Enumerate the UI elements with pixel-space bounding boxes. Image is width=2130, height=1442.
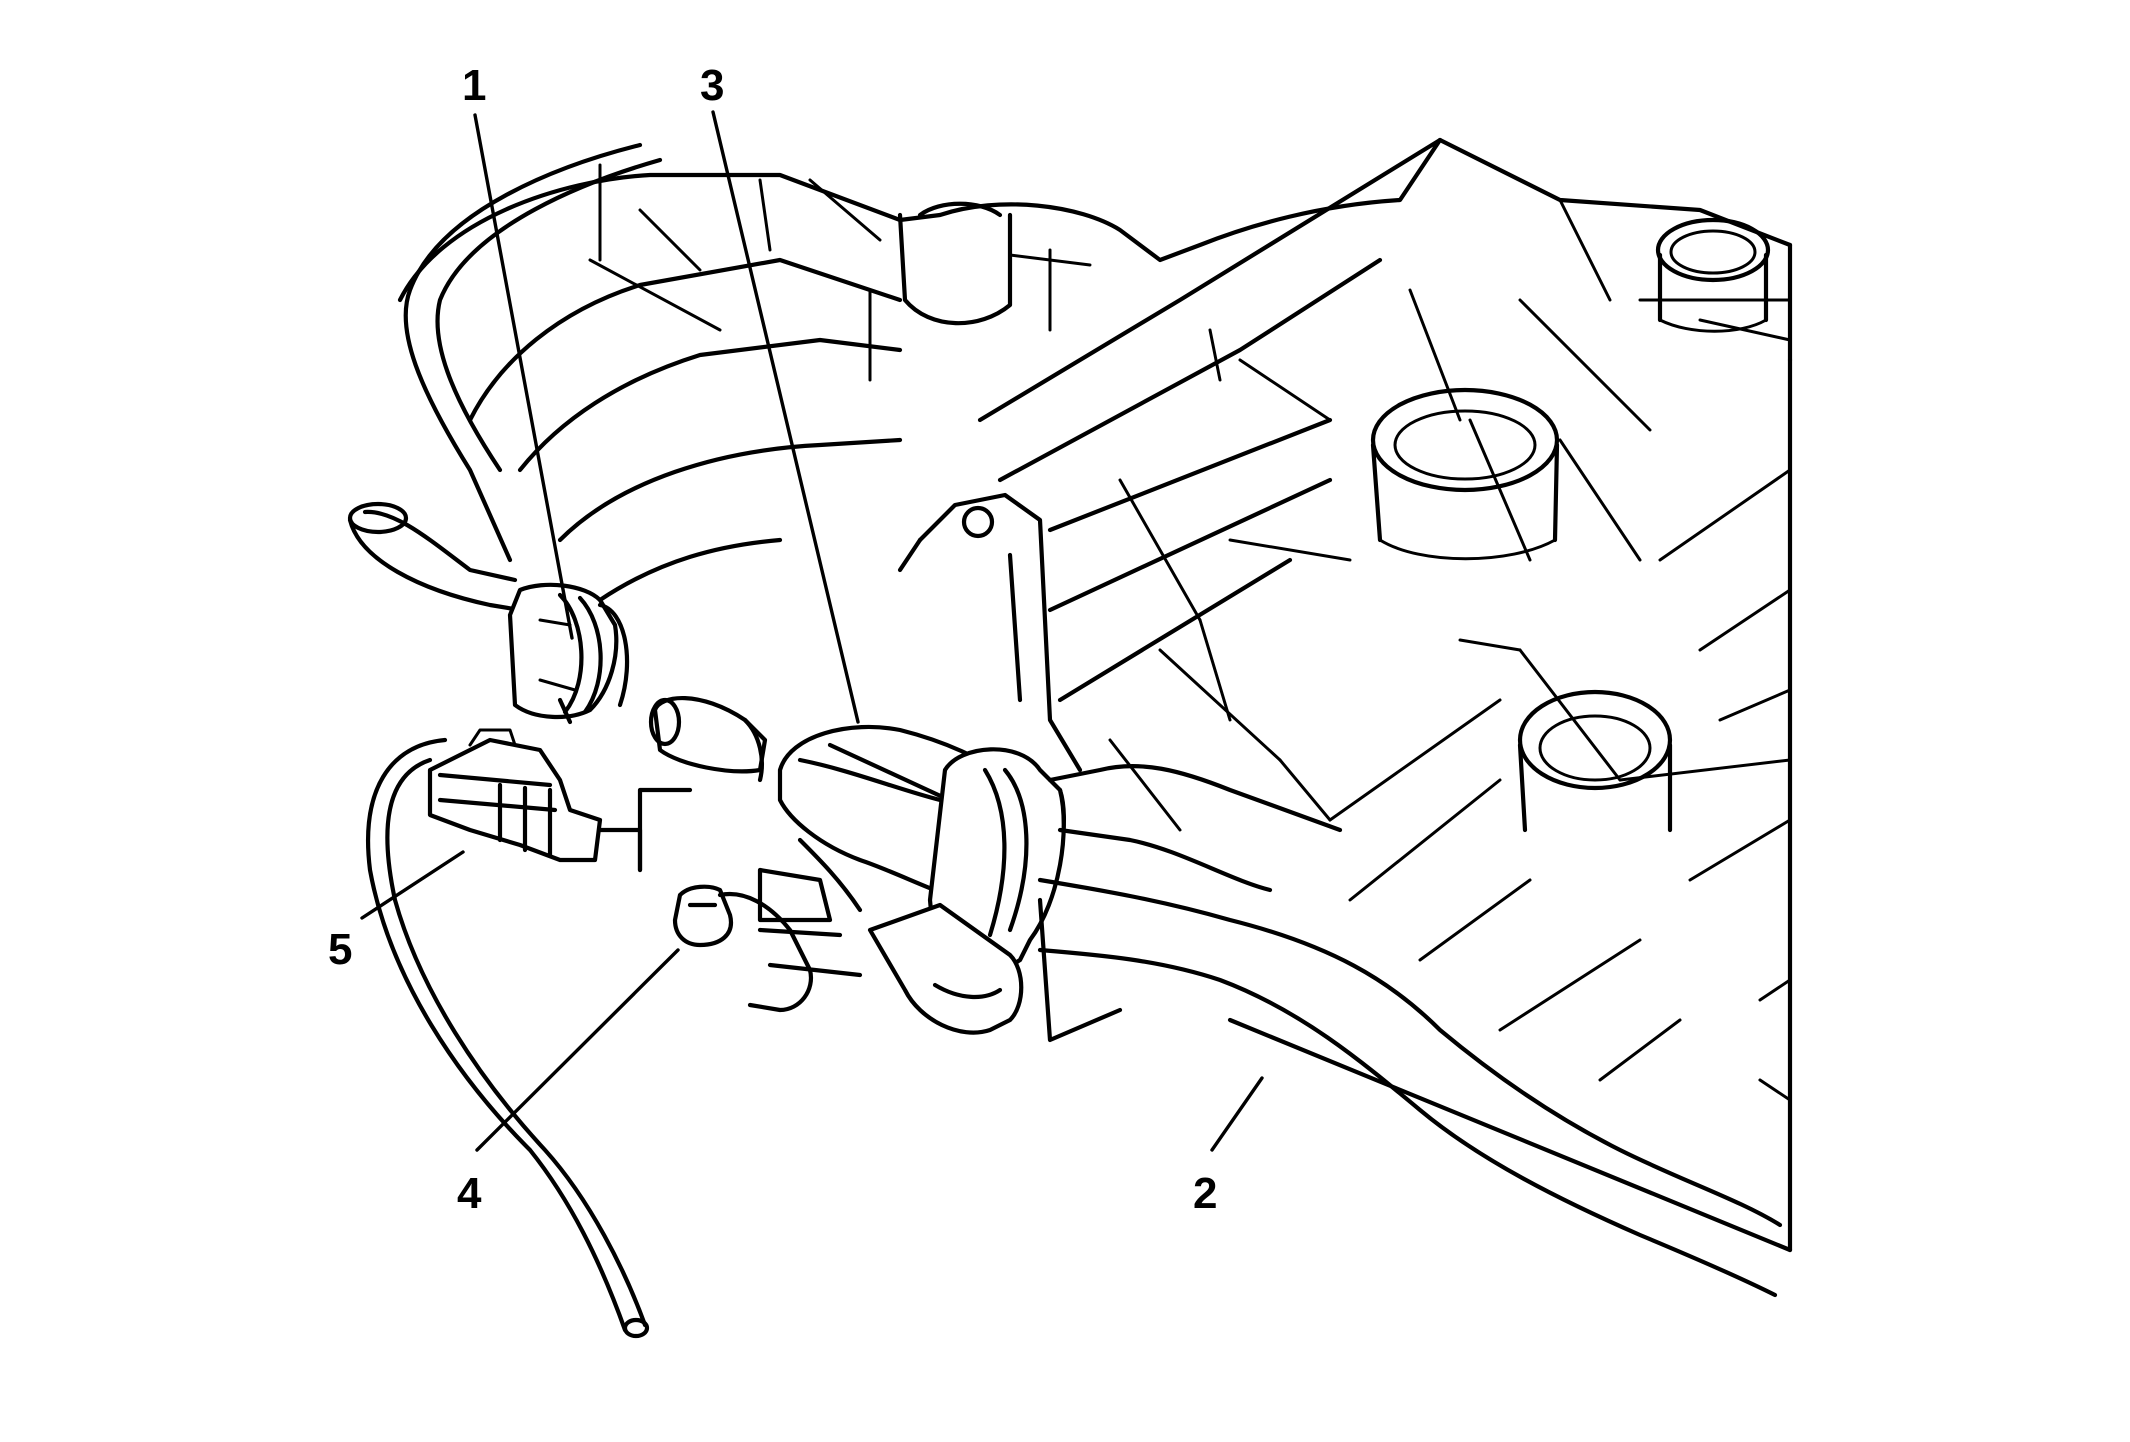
callout-3: 3: [700, 61, 724, 110]
intake-manifold: [397, 137, 1793, 1253]
hose-quick-connector: [507, 582, 630, 725]
leader-1: [473, 113, 574, 640]
evap-pipe: [1037, 877, 1783, 1298]
leader-3: [711, 110, 860, 724]
evap-purge-solenoid: [648, 492, 1343, 1043]
leader-lines: [360, 110, 1264, 1152]
mounting-bolt: [672, 884, 863, 1013]
leader-4: [475, 948, 680, 1152]
leader-5: [360, 850, 465, 920]
electrical-connector: [366, 728, 693, 1339]
port-boss-middle: [1370, 387, 1560, 561]
vacuum-hose-left: [347, 501, 523, 613]
port-boss-top: [1655, 217, 1771, 333]
callout-5: 5: [328, 925, 352, 974]
vacuum-hose-upper: [403, 142, 663, 563]
port-boss-lower: [1517, 689, 1673, 833]
callout-2: 2: [1193, 1169, 1217, 1218]
callout-labels: 1 3 5 4 2: [328, 61, 1217, 1218]
callout-4: 4: [457, 1169, 482, 1218]
manifold-ports: [1370, 217, 1771, 833]
callout-1: 1: [462, 61, 486, 110]
leader-2: [1210, 1076, 1264, 1152]
